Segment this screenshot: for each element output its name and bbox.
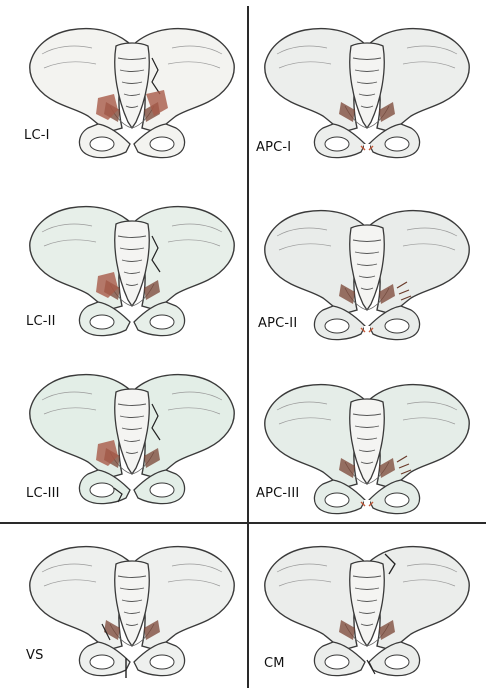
panel-label-cm: CM bbox=[264, 656, 285, 671]
pelvis-group bbox=[30, 207, 234, 336]
panel-label-vs: VS bbox=[26, 648, 44, 663]
panel-label-lc-iii: LC-III bbox=[26, 486, 60, 501]
pelvis-illustration-lc-i bbox=[22, 10, 242, 170]
vertical-divider bbox=[247, 6, 249, 688]
pelvis-illustration-vs bbox=[22, 528, 242, 688]
left-obturator-foramen bbox=[325, 493, 349, 507]
left-obturator-foramen bbox=[90, 315, 114, 329]
left-obturator-foramen bbox=[325, 655, 349, 669]
panel-lc-i: LC-I bbox=[22, 10, 242, 170]
panel-lc-iii: LC-III bbox=[22, 356, 242, 516]
right-obturator-foramen bbox=[150, 655, 174, 669]
right-obturator-foramen bbox=[150, 483, 174, 497]
right-obturator-foramen bbox=[385, 655, 409, 669]
panel-label-lc-i: LC-I bbox=[24, 128, 50, 143]
right-obturator-foramen bbox=[385, 493, 409, 507]
panel-apc-ii: APC-II bbox=[256, 192, 478, 352]
right-obturator-foramen bbox=[385, 319, 409, 333]
pelvis-group bbox=[265, 29, 469, 158]
panel-label-apc-iii: APC-III bbox=[256, 486, 299, 501]
left-obturator-foramen bbox=[325, 137, 349, 151]
right-obturator-foramen bbox=[150, 137, 174, 151]
right-obturator-foramen bbox=[385, 137, 409, 151]
panel-vs: VS bbox=[22, 528, 242, 688]
left-obturator-foramen bbox=[325, 319, 349, 333]
panel-label-lc-ii: LC-II bbox=[26, 314, 56, 329]
right-obturator-foramen bbox=[150, 315, 174, 329]
panel-apc-i: APC-I bbox=[256, 10, 478, 170]
panel-lc-ii: LC-II bbox=[22, 188, 242, 348]
pelvis-illustration-cm bbox=[256, 528, 478, 688]
pelvis-group bbox=[30, 29, 234, 158]
panel-label-apc-ii: APC-II bbox=[258, 316, 297, 331]
left-obturator-foramen bbox=[90, 655, 114, 669]
left-obturator-foramen bbox=[90, 483, 114, 497]
pelvis-group bbox=[30, 547, 234, 678]
pelvis-group bbox=[30, 375, 234, 504]
panel-apc-iii: APC-III bbox=[256, 366, 478, 526]
pelvis-illustration-apc-iii bbox=[256, 366, 478, 526]
panel-cm: CM bbox=[256, 528, 478, 688]
pelvis-group bbox=[265, 547, 469, 676]
left-obturator-foramen bbox=[90, 137, 114, 151]
panel-label-apc-i: APC-I bbox=[256, 140, 291, 155]
